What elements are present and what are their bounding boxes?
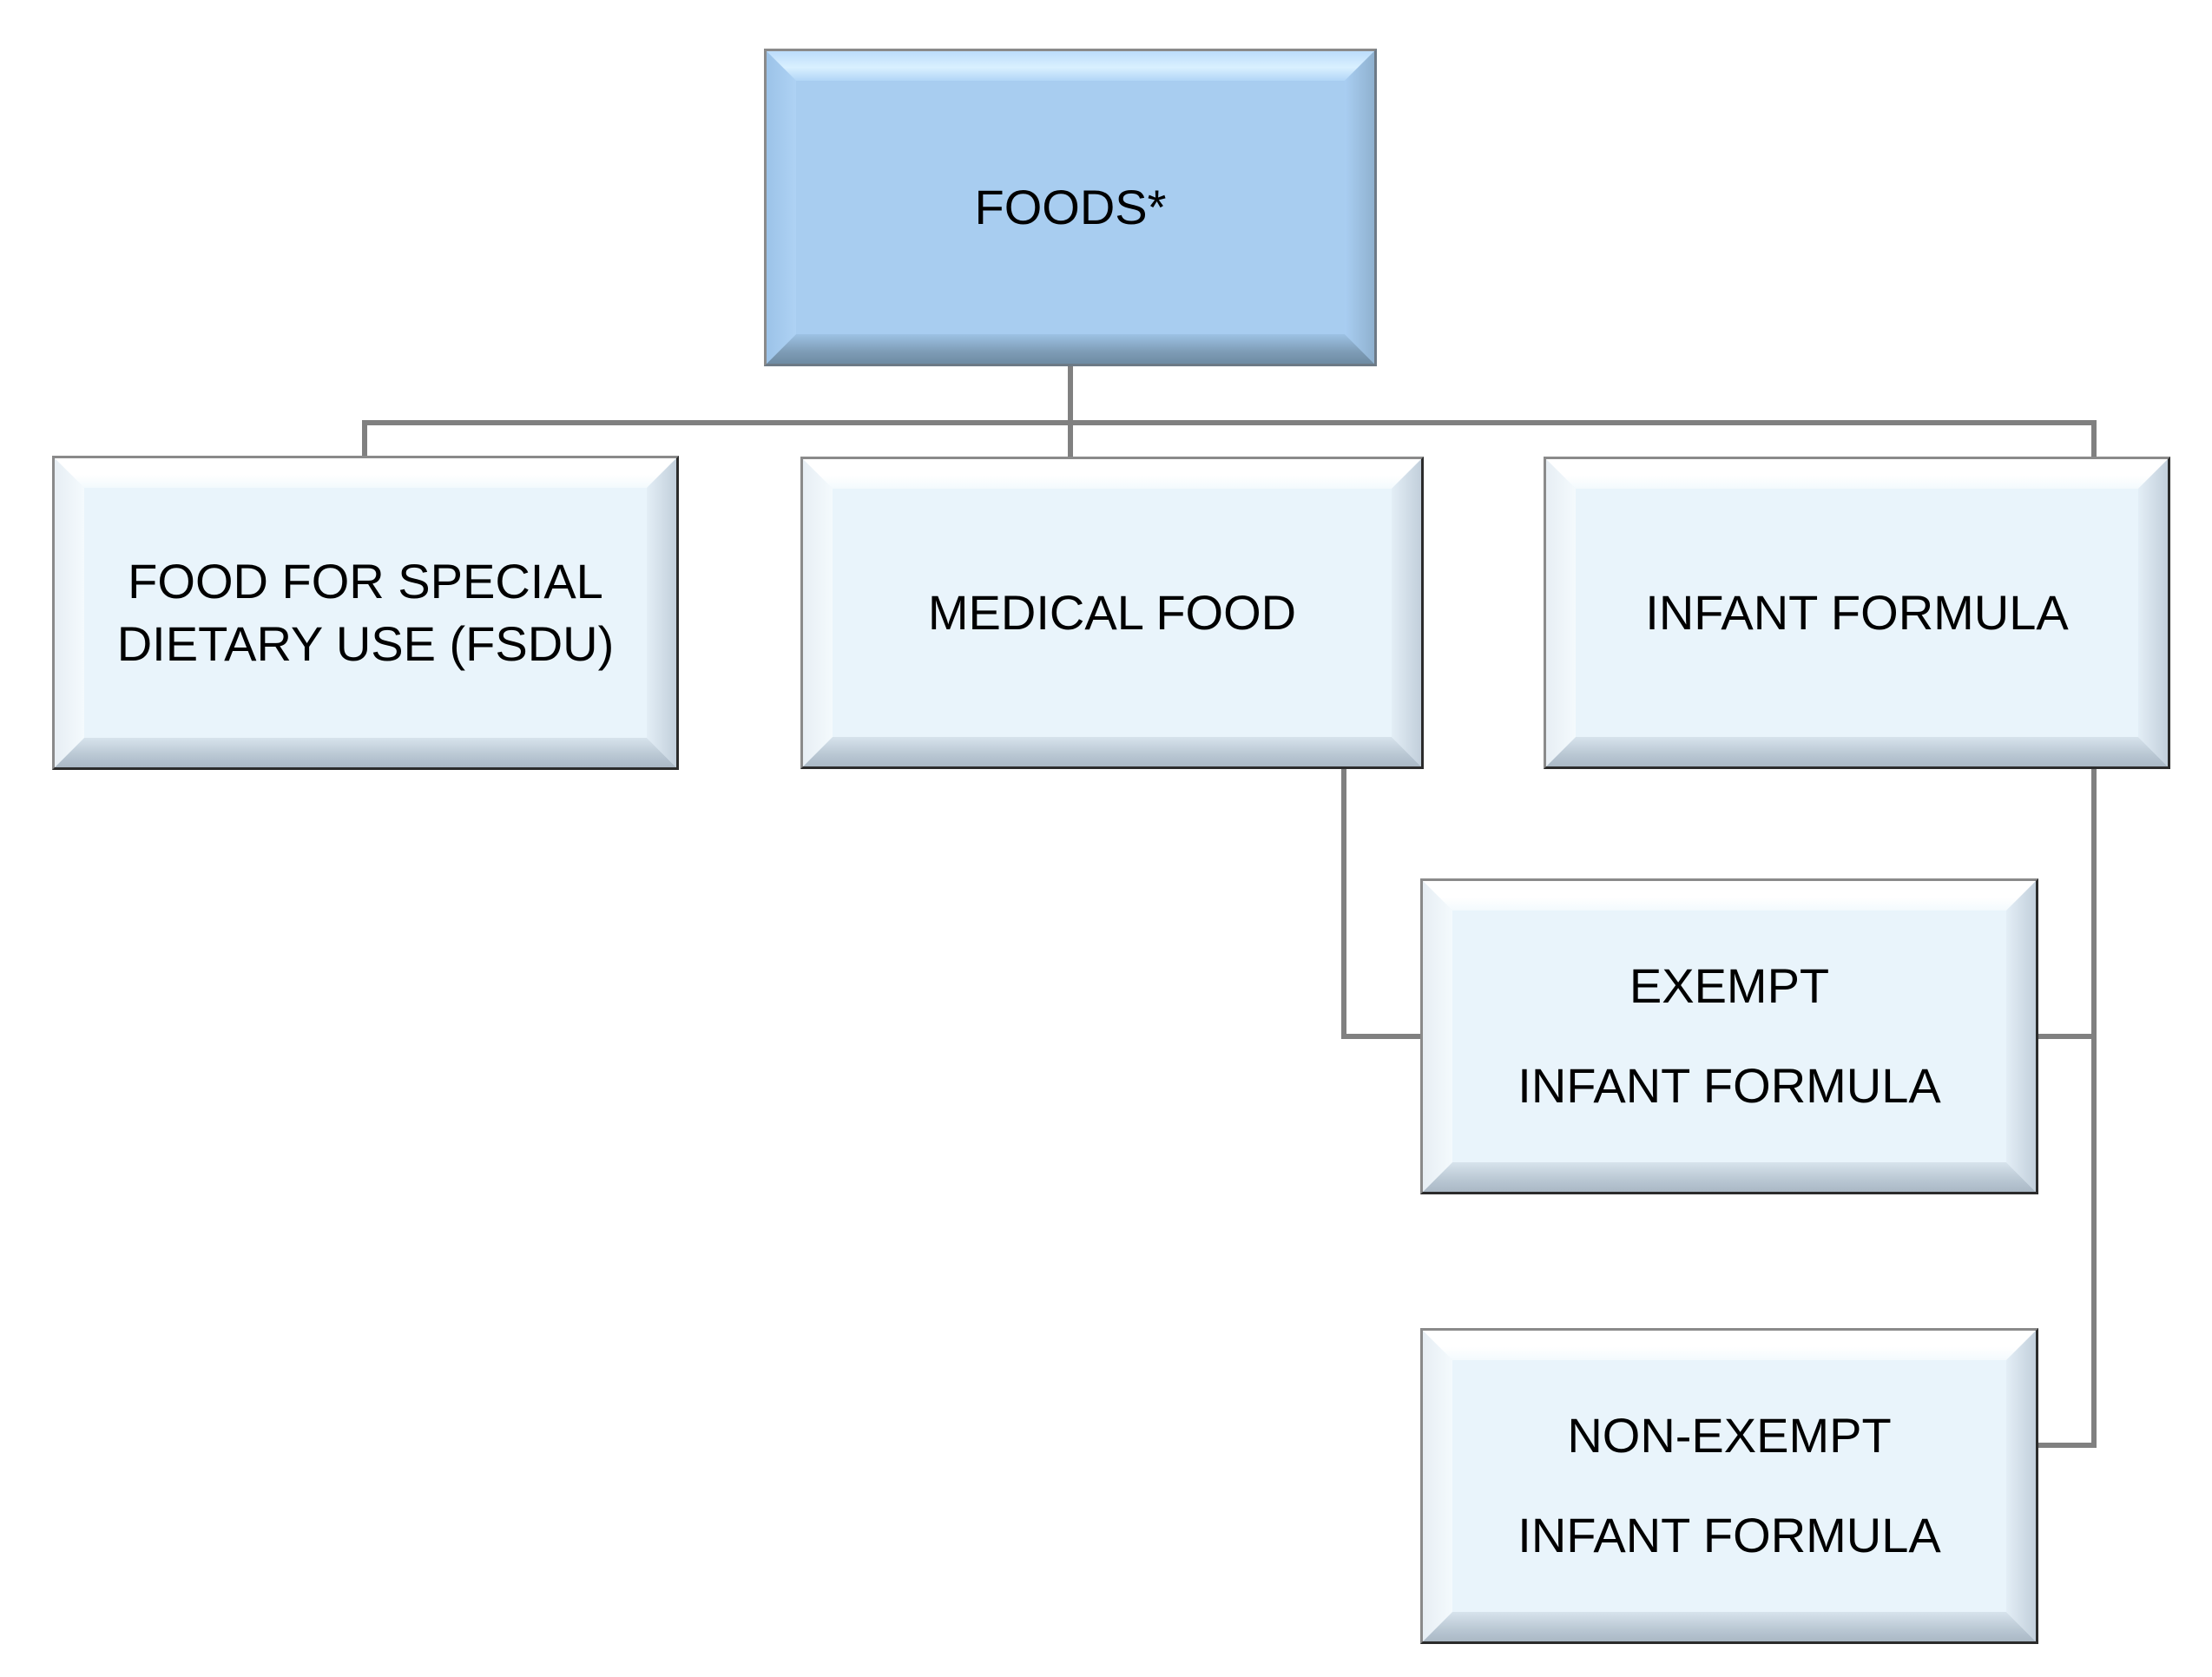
node-infant-formula[interactable]: INFANT FORMULA [1544,457,2170,769]
node-non-exempt-infant-formula[interactable]: NON-EXEMPT INFANT FORMULA [1420,1328,2038,1644]
connector-medical-food-to-exempt [1341,1034,1424,1039]
connector-foods-to-medical-food [1068,420,1073,458]
connector-row1-bar [362,420,2097,425]
node-food-for-special-dietary-use-label: FOOD FOR SPECIAL DIETARY USE (FSDU) [116,554,615,671]
node-exempt-infant-formula-label: EXEMPT INFANT FORMULA [1517,958,1941,1113]
connector-foods-stem [1068,365,1073,425]
node-food-for-special-dietary-use[interactable]: FOOD FOR SPECIAL DIETARY USE (FSDU) [52,456,679,770]
node-exempt-infant-formula[interactable]: EXEMPT INFANT FORMULA [1420,878,2038,1194]
node-foods[interactable]: FOODS* [764,49,1377,366]
connector-medical-food-drop [1341,768,1346,1039]
node-medical-food-label: MEDICAL FOOD [927,584,1297,640]
node-non-exempt-infant-formula-label: NON-EXEMPT INFANT FORMULA [1517,1408,1941,1562]
connector-infant-formula-to-non-exempt [2035,1443,2097,1448]
connector-infant-formula-drop [2091,768,2097,1448]
node-foods-label: FOODS* [974,179,1167,234]
connector-infant-formula-to-exempt [2035,1034,2097,1039]
connector-foods-to-fsdu [362,420,367,458]
node-medical-food[interactable]: MEDICAL FOOD [800,457,1424,769]
node-infant-formula-label: INFANT FORMULA [1645,584,2069,640]
connector-foods-to-infant-formula [2091,420,2097,458]
